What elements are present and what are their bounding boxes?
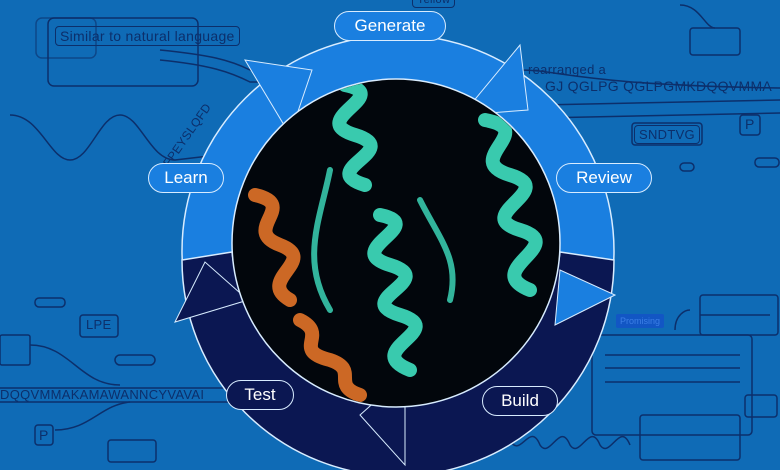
bg-tag-yellow: Yellow [412,0,456,8]
bg-sequence: GJ QGLPG QGLPGMKDQQVMMA [545,78,773,94]
stage-learn[interactable]: Learn [148,163,224,193]
bg-tag-lpe: LPE [86,317,112,332]
stage-generate[interactable]: Generate [334,11,446,41]
bg-sequence: DQQVMMAKAMAWANNCYVAVAI [0,387,205,402]
stage-test[interactable]: Test [226,380,294,410]
bg-tag-p: P [745,116,755,132]
stage-build[interactable]: Build [482,386,558,416]
bg-tag-p: P [39,427,49,443]
bg-speech-bubble-text: Similar to natural language [55,26,240,46]
arrowhead-review-build [554,269,617,326]
bg-rearranged: rearranged a [528,62,607,77]
arrowhead-test-learn [174,261,250,323]
bg-promising-tag: Promising [616,314,665,328]
protein-structure [248,80,543,402]
bg-tag-sndtvg: SNDTVG [634,125,700,144]
stage-review[interactable]: Review [556,163,652,193]
